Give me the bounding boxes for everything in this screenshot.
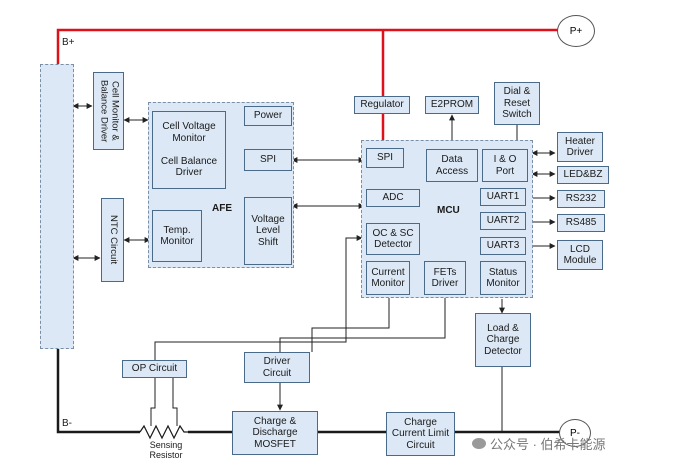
heater-driver: Heater Driver (557, 132, 603, 162)
cell-monitor-balance-driver: Cell Monitor & Balance Driver (93, 72, 124, 150)
wechat-icon (472, 438, 486, 449)
power-block: Power (244, 106, 292, 126)
signal-wires (72, 103, 556, 432)
watermark-text: 公众号 · 伯希卡能源 (490, 437, 606, 452)
afe-label: AFE (212, 203, 232, 214)
load-charge-detector: Load & Charge Detector (475, 313, 531, 367)
io-port: I & O Port (482, 149, 528, 182)
charge-current-limit: Charge Current Limit Circuit (386, 412, 455, 456)
b-minus-label: B- (62, 418, 72, 429)
mcu-label: MCU (437, 205, 460, 216)
adc: ADC (366, 189, 420, 207)
power-line (56, 28, 562, 140)
b-plus-label: B+ (62, 37, 75, 48)
ntc-circuit: NTC Circuit (101, 198, 124, 282)
data-access: Data Access (426, 149, 478, 182)
sensing-resistor-label: Sensing Resistor (149, 440, 183, 460)
rs232: RS232 (557, 190, 605, 208)
op-circuit: OP Circuit (122, 360, 187, 378)
battery-stack (40, 64, 74, 349)
e2prom: E2PROM (425, 96, 479, 114)
status-monitor: Status Monitor (480, 261, 526, 295)
watermark: 公众号 · 伯希卡能源 (472, 434, 606, 453)
p-minus-terminal: P- (559, 419, 591, 447)
current-monitor: Current Monitor (366, 261, 410, 295)
ground-line (56, 345, 561, 434)
lcd-module: LCD Module (557, 240, 603, 270)
driver-circuit: Driver Circuit (244, 352, 310, 383)
mcu-spi: SPI (366, 148, 404, 168)
oc-sc-detector: OC & SC Detector (366, 223, 420, 255)
dial-reset-switch: Dial & Reset Switch (494, 82, 540, 125)
uart1: UART1 (480, 188, 526, 206)
cell-voltage-monitor: Cell Voltage Monitor Cell Balance Driver (152, 111, 226, 189)
fets-driver: FETs Driver (424, 261, 466, 295)
sensing-resistor-symbol (139, 424, 188, 440)
rs485: RS485 (557, 214, 605, 232)
regulator: Regulator (354, 96, 410, 114)
voltage-level-shift: Voltage Level Shift (244, 197, 292, 265)
temp-monitor: Temp. Monitor (152, 210, 202, 262)
p-plus-terminal: P+ (557, 15, 595, 47)
led-bz: LED&BZ (557, 166, 609, 184)
afe-spi: SPI (244, 149, 292, 171)
uart3: UART3 (480, 237, 526, 255)
charge-discharge-mosfet: Charge & Discharge MOSFET (232, 411, 318, 455)
uart2: UART2 (480, 212, 526, 230)
